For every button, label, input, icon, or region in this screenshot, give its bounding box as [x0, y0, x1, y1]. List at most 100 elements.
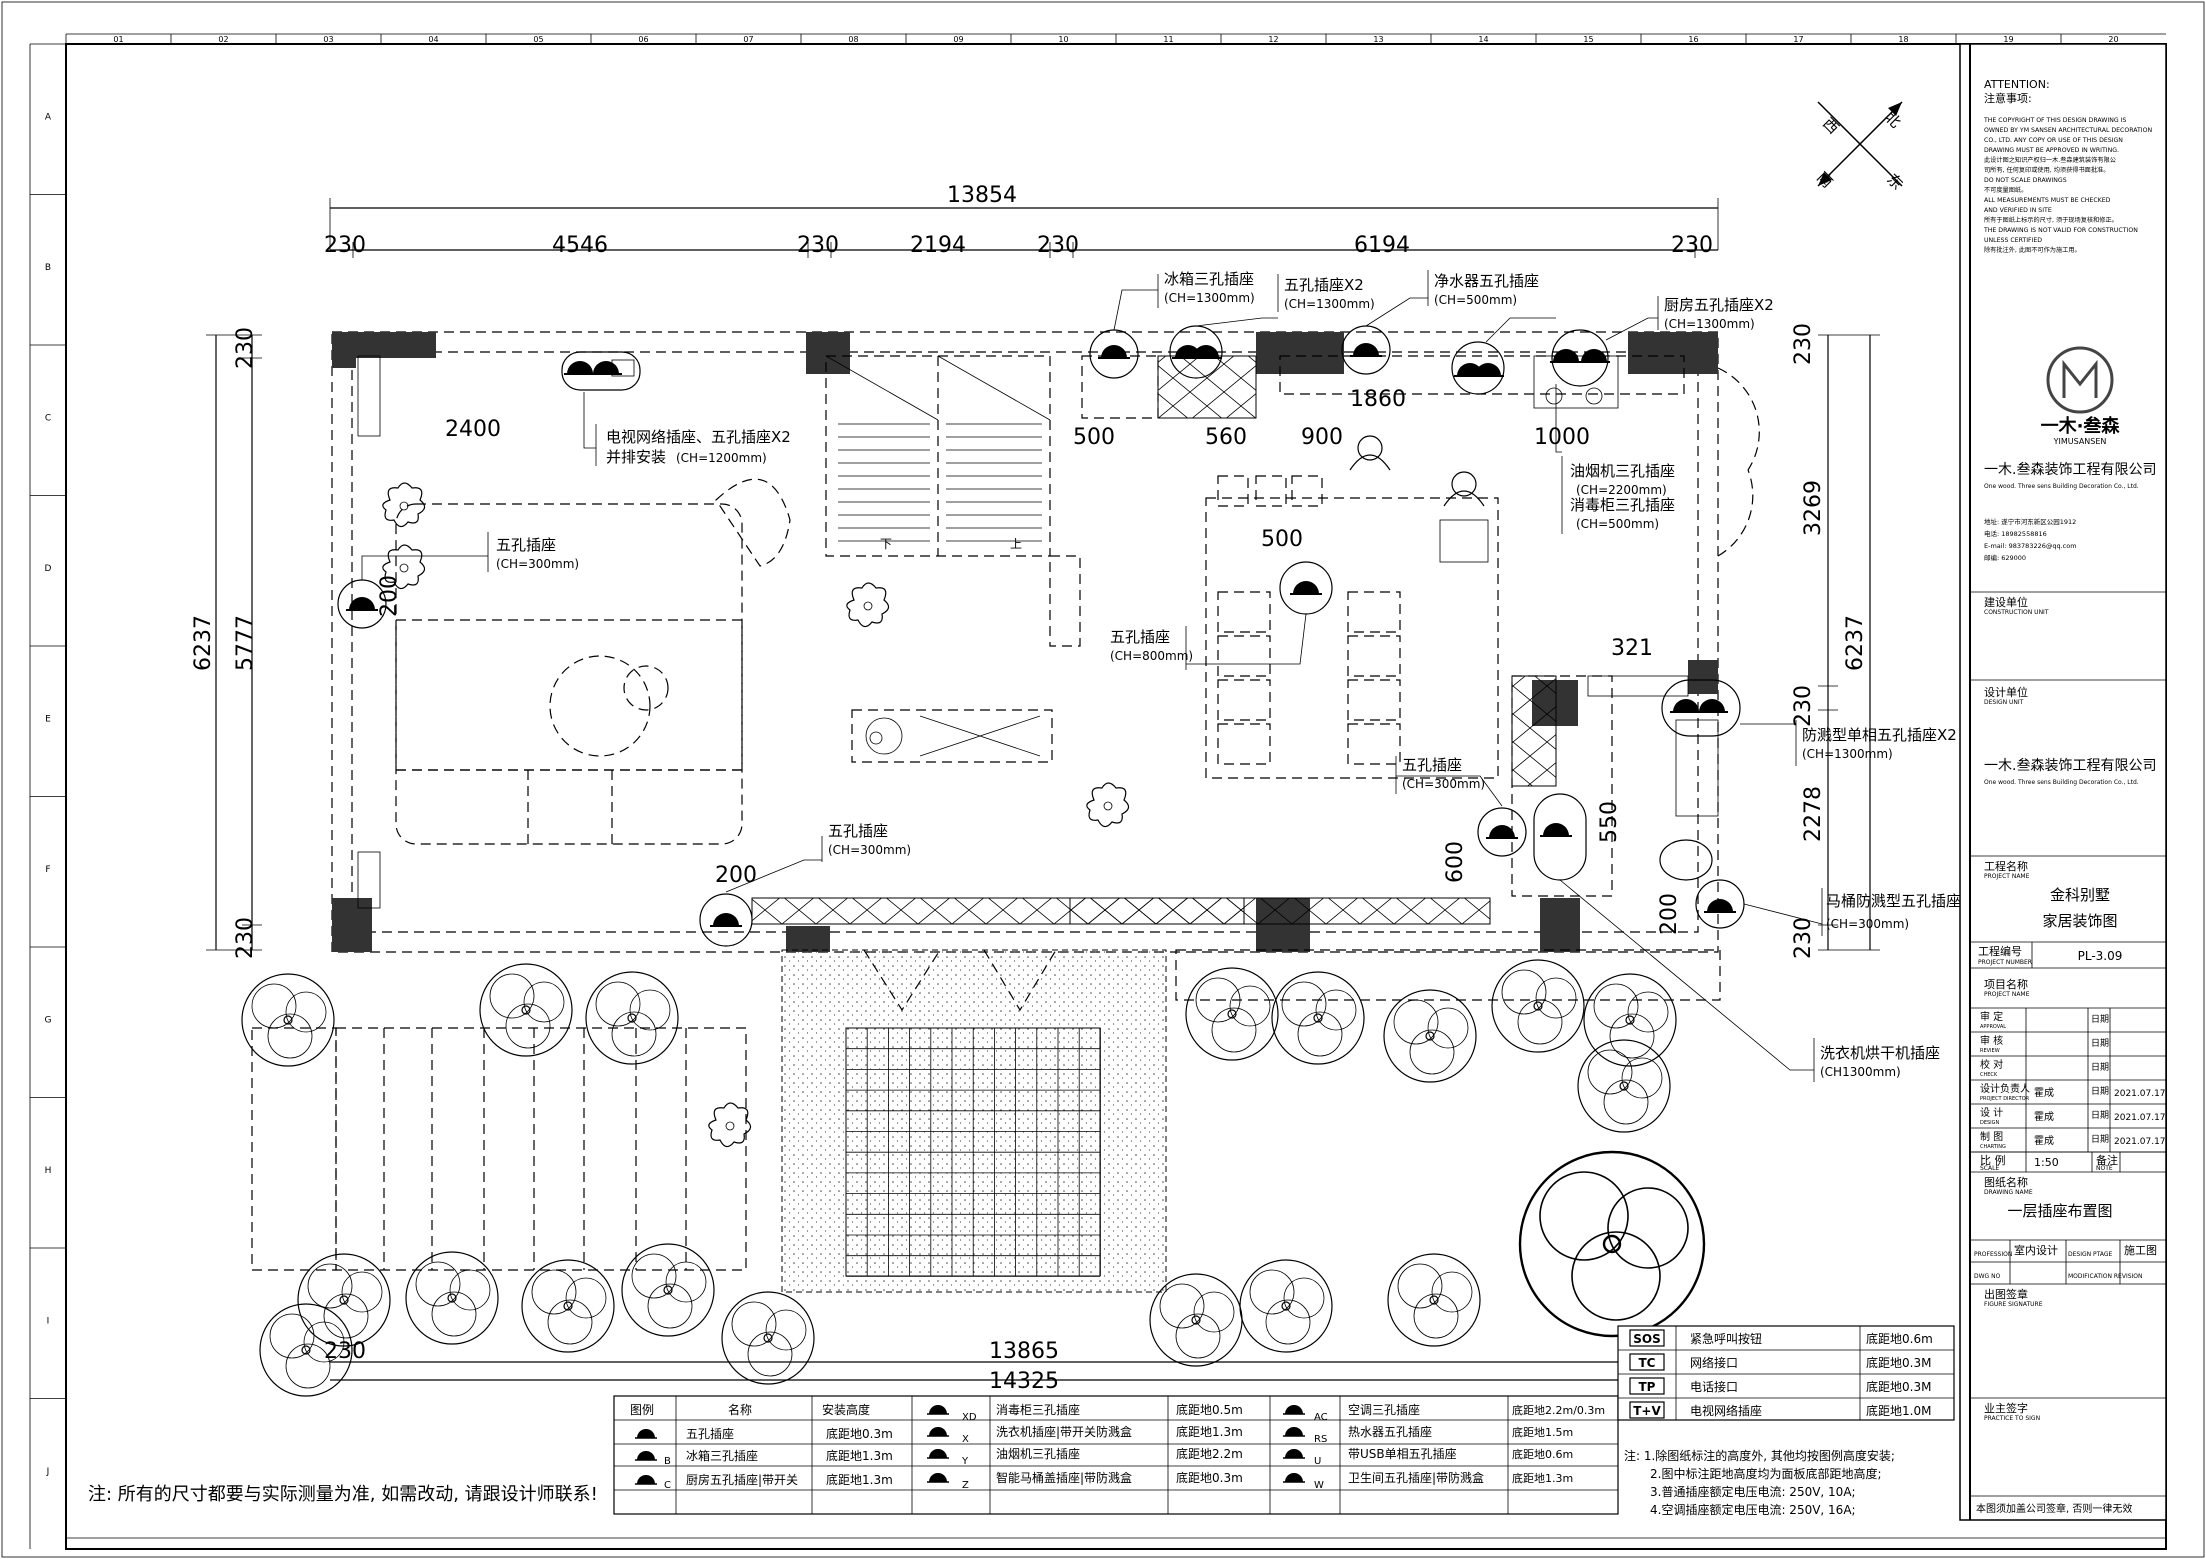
dim-200-left: 200	[377, 575, 402, 617]
legend-height: 底距地0.5m	[1176, 1402, 1243, 1417]
legend-height: 底距地2.2m	[1176, 1446, 1243, 1461]
label-water-purifier: 净水器五孔插座	[1434, 272, 1539, 290]
footer-measurement-note: 注: 所有的尺寸都要与实际测量为准, 如需改动, 请跟设计师联系!	[88, 1484, 598, 1505]
compass-rose: 西 北 南 东	[1813, 101, 1907, 193]
side-legend-name: 电视网络插座	[1690, 1403, 1762, 1418]
tb-fine-line: DO NOT SCALE DRAWINGS	[1984, 177, 2067, 184]
drawing-scale: 1:50	[2034, 1156, 2059, 1169]
tb-row-label: 设计负责人	[1980, 1082, 2030, 1095]
legend-code: XD	[962, 1412, 977, 1423]
legend-code: W	[1314, 1480, 1324, 1491]
tb-pnum-label: 工程编号	[1978, 944, 2022, 958]
tb-fine-line: OWNED BY YM SANSEN ARCHITECTURAL DECORAT…	[1984, 127, 2153, 134]
tb-fine-line: DRAWING MUST BE APPROVED IN WRITING.	[1984, 147, 2119, 154]
dim-bottom-14325: 14325	[989, 1369, 1059, 1394]
label-washer: 洗衣机烘干机插座	[1820, 1044, 1940, 1062]
label-toilet: 马桶防溅型五孔插座	[1826, 892, 1961, 910]
compass-north: 北	[1881, 108, 1904, 131]
side-legend-height: 底距地0.6m	[1866, 1331, 1933, 1346]
tb-row-date-label: 日期	[2091, 1038, 2109, 1049]
tb-row-label: 审 定	[1980, 1010, 2003, 1023]
tb-row-date-label: 日期	[2091, 1134, 2109, 1145]
tb-row-date-label: 日期	[2091, 1062, 2109, 1073]
logo-en: YIMUSANSEN	[2053, 437, 2107, 446]
tb-row-date: 2021.07.17	[2114, 1137, 2166, 1147]
tb-fine-line: ALL MEASUREMENTS MUST BE CHECKED	[1984, 197, 2111, 204]
dim-600: 600	[1443, 841, 1468, 883]
label-five-x2-height: (CH=1300mm)	[1284, 297, 1375, 311]
tb-fine-line: 不可度量图纸。	[1984, 186, 2027, 194]
side-legend-height: 底距地0.3M	[1866, 1379, 1931, 1394]
dim-500b: 500	[1261, 527, 1303, 552]
tb-row-date: 2021.07.17	[2114, 1113, 2166, 1123]
legend-code: B	[664, 1456, 671, 1467]
tb-stage-en: DESIGN PTAGE	[2068, 1251, 2113, 1258]
grid-top-label: 02	[218, 35, 228, 44]
grid-left-label: G	[45, 1015, 52, 1025]
tb-owner-label: 业主签字	[1984, 1401, 2028, 1415]
tb-project-en: PROJECT NAME	[1984, 873, 2030, 880]
legend-header-name: 名称	[728, 1402, 752, 1417]
dim-right-2278: 2278	[1801, 786, 1826, 842]
label-five-left: 五孔插座	[496, 536, 556, 554]
grid-left-label: H	[45, 1166, 52, 1176]
grid-left-label: A	[45, 112, 52, 122]
tb-row-label: 校 对	[1980, 1058, 2003, 1071]
label-five-mid: 五孔插座	[1402, 756, 1462, 774]
dim-900: 900	[1301, 425, 1343, 450]
legend-height: 底距地0.6m	[1512, 1447, 1573, 1461]
side-legend-code: SOS	[1633, 1332, 1661, 1346]
dim-550: 550	[1597, 801, 1622, 843]
note-line-2: 2.图中标注距地高度均为面板底部距地高度;	[1650, 1466, 1882, 1481]
grid-top-label: 19	[2003, 35, 2013, 44]
dim-top-230b: 230	[797, 233, 839, 258]
label-hood: 油烟机三孔插座	[1570, 462, 1675, 480]
grid-top-label: 09	[953, 35, 963, 44]
sheet-inner-border	[65, 43, 2167, 1550]
dim-right-230b: 230	[1791, 685, 1816, 727]
label-five-island: 五孔插座	[1110, 628, 1170, 646]
label-kitchen-height: (CH=1300mm)	[1664, 317, 1755, 331]
tb-fine-line: THE DRAWING IS NOT VALID FOR CONSTRUCTIO…	[1983, 227, 2138, 234]
side-legend-height: 底距地1.0M	[1866, 1403, 1931, 1418]
tb-row-date: 2021.07.17	[2114, 1089, 2166, 1099]
dim-right-6237: 6237	[1843, 615, 1868, 671]
tb-stage: 施工图	[2124, 1244, 2157, 1257]
grid-top-label: 17	[1793, 35, 1803, 44]
grid-top-label: 12	[1268, 35, 1278, 44]
tb-remark-en: NOTE	[2096, 1165, 2113, 1172]
title-block: ATTENTION: 注意事项: THE COPYRIGHT OF THIS D…	[1959, 43, 2167, 1521]
legend-header-height: 安装高度	[822, 1402, 870, 1417]
grid-top-label: 05	[533, 35, 543, 44]
note-line-3: 3.普通插座额定电压电流: 250V, 10A;	[1650, 1484, 1856, 1499]
tb-attention-cn: 注意事项:	[1984, 91, 2032, 105]
legend-height: 底距地1.5m	[1512, 1425, 1573, 1439]
dimension-texts: 13854 230 4546 230 2194 230 6194 230 230…	[191, 183, 1868, 1394]
grid-top-label: 16	[1688, 35, 1698, 44]
grid-left-label: F	[45, 865, 50, 875]
grid-top-label: 20	[2108, 35, 2118, 44]
dim-right-3269: 3269	[1801, 480, 1826, 536]
grid-top-label: 15	[1583, 35, 1593, 44]
grid-left-label: I	[47, 1316, 50, 1326]
tb-fine-line: THE COPYRIGHT OF THIS DESIGN DRAWING IS	[1983, 117, 2126, 124]
legend-code: C	[664, 1480, 671, 1491]
drawing-name: 一层插座布置图	[2007, 1202, 2112, 1220]
tb-row-date-label: 日期	[2091, 1014, 2109, 1025]
grid-left-label: B	[45, 263, 51, 273]
tb-dname-en: DRAWING NAME	[1984, 1189, 2033, 1196]
tb-row-label: 审 核	[1980, 1034, 2003, 1047]
grid-top-label: 14	[1478, 35, 1488, 44]
label-tv-line2: 并排安装	[606, 448, 666, 466]
legend-name: 空调三孔插座	[1348, 1402, 1420, 1417]
side-legend-code: TC	[1639, 1356, 1656, 1370]
dim-top-230a: 230	[324, 233, 366, 258]
label-hood-height: (CH=2200mm)	[1576, 483, 1667, 497]
grid-top-label: 08	[848, 35, 858, 44]
tb-row-date-label: 日期	[2091, 1110, 2109, 1121]
legend-name: 厨房五孔插座|带开关	[686, 1472, 798, 1487]
legend-height: 底距地0.3m	[826, 1426, 893, 1441]
